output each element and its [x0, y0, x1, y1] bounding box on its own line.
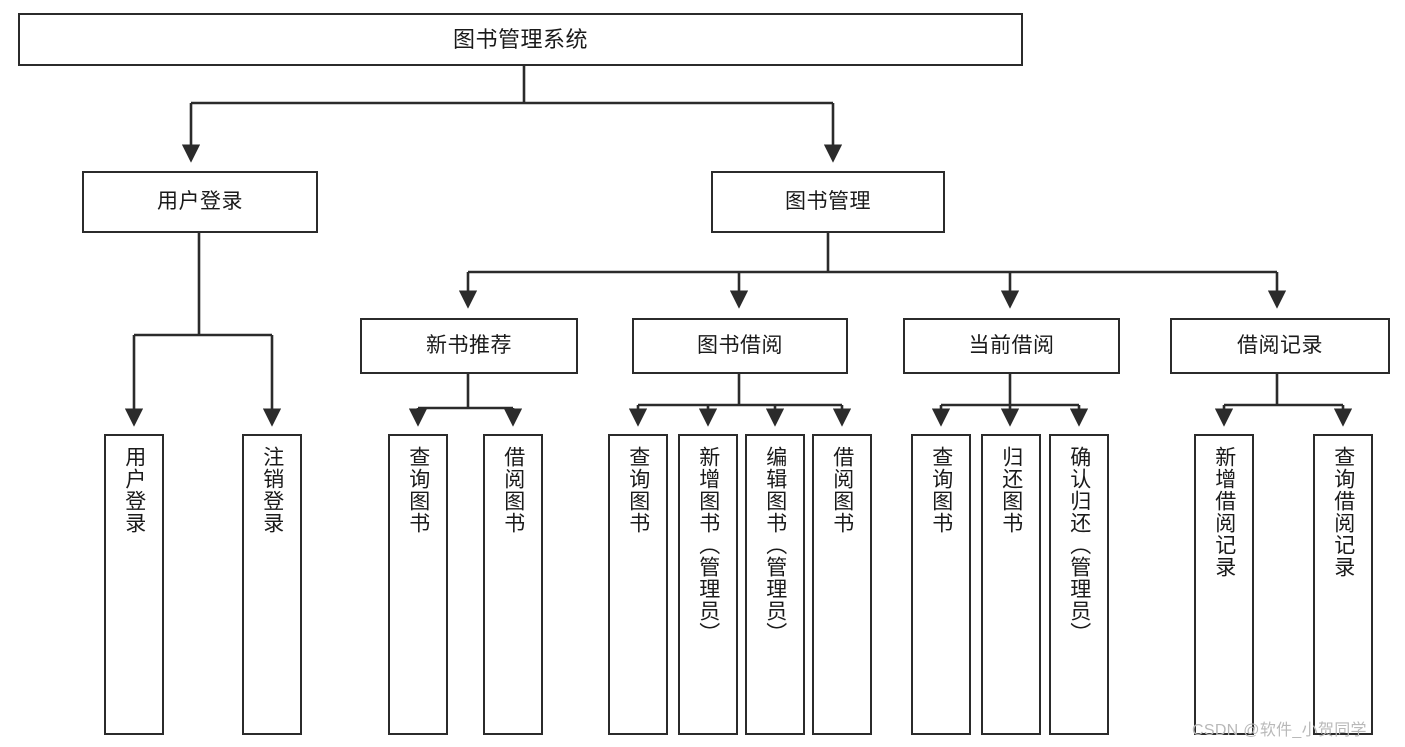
- node-current-borrow[interactable]: 当前借阅: [903, 318, 1120, 374]
- node-leaf-query-record[interactable]: 查询借阅记录: [1313, 434, 1373, 735]
- node-leaf-borrow-book-1[interactable]: 借阅图书: [483, 434, 543, 735]
- node-label: 新增图书（管理员）: [696, 446, 720, 644]
- node-leaf-confirm-return[interactable]: 确认归还（管理员）: [1049, 434, 1109, 735]
- node-label: 新书推荐: [426, 333, 512, 357]
- csdn-watermark: CSDN @软件_小贺同学: [1192, 722, 1367, 739]
- node-label: 当前借阅: [968, 333, 1055, 357]
- node-label: 用户登录: [122, 446, 146, 534]
- node-label: 借阅图书: [501, 446, 525, 534]
- node-root-book-management-system[interactable]: 图书管理系统: [18, 13, 1023, 66]
- node-label: 图书管理: [785, 189, 871, 213]
- node-label: 归还图书: [999, 446, 1023, 534]
- node-label: 查询图书: [929, 446, 953, 534]
- node-user-login[interactable]: 用户登录: [82, 171, 318, 233]
- node-book-management[interactable]: 图书管理: [711, 171, 945, 233]
- node-leaf-borrow-book-2[interactable]: 借阅图书: [812, 434, 872, 735]
- node-leaf-edit-book[interactable]: 编辑图书（管理员）: [745, 434, 805, 735]
- node-book-borrow[interactable]: 图书借阅: [632, 318, 848, 374]
- node-new-book-recommend[interactable]: 新书推荐: [360, 318, 578, 374]
- node-label: 查询图书: [626, 446, 650, 534]
- node-leaf-query-book-2[interactable]: 查询图书: [608, 434, 668, 735]
- node-borrow-record[interactable]: 借阅记录: [1170, 318, 1390, 374]
- node-label: 注销登录: [260, 446, 284, 534]
- node-label: 查询图书: [406, 446, 430, 534]
- node-label: 确认归还（管理员）: [1067, 446, 1091, 644]
- node-leaf-add-book[interactable]: 新增图书（管理员）: [678, 434, 738, 735]
- node-label: 借阅图书: [830, 446, 854, 534]
- node-label: 查询借阅记录: [1331, 446, 1355, 578]
- node-leaf-query-book-3[interactable]: 查询图书: [911, 434, 971, 735]
- node-leaf-user-logout[interactable]: 注销登录: [242, 434, 302, 735]
- node-leaf-return-book[interactable]: 归还图书: [981, 434, 1041, 735]
- node-leaf-add-record[interactable]: 新增借阅记录: [1194, 434, 1254, 735]
- node-label: 借阅记录: [1237, 333, 1323, 357]
- node-leaf-user-login[interactable]: 用户登录: [104, 434, 164, 735]
- node-leaf-query-book-1[interactable]: 查询图书: [388, 434, 448, 735]
- node-label: 图书借阅: [697, 333, 783, 357]
- node-label: 用户登录: [157, 189, 243, 213]
- node-label: 新增借阅记录: [1212, 446, 1236, 578]
- node-label: 编辑图书（管理员）: [763, 446, 787, 644]
- node-label: 图书管理系统: [452, 26, 588, 52]
